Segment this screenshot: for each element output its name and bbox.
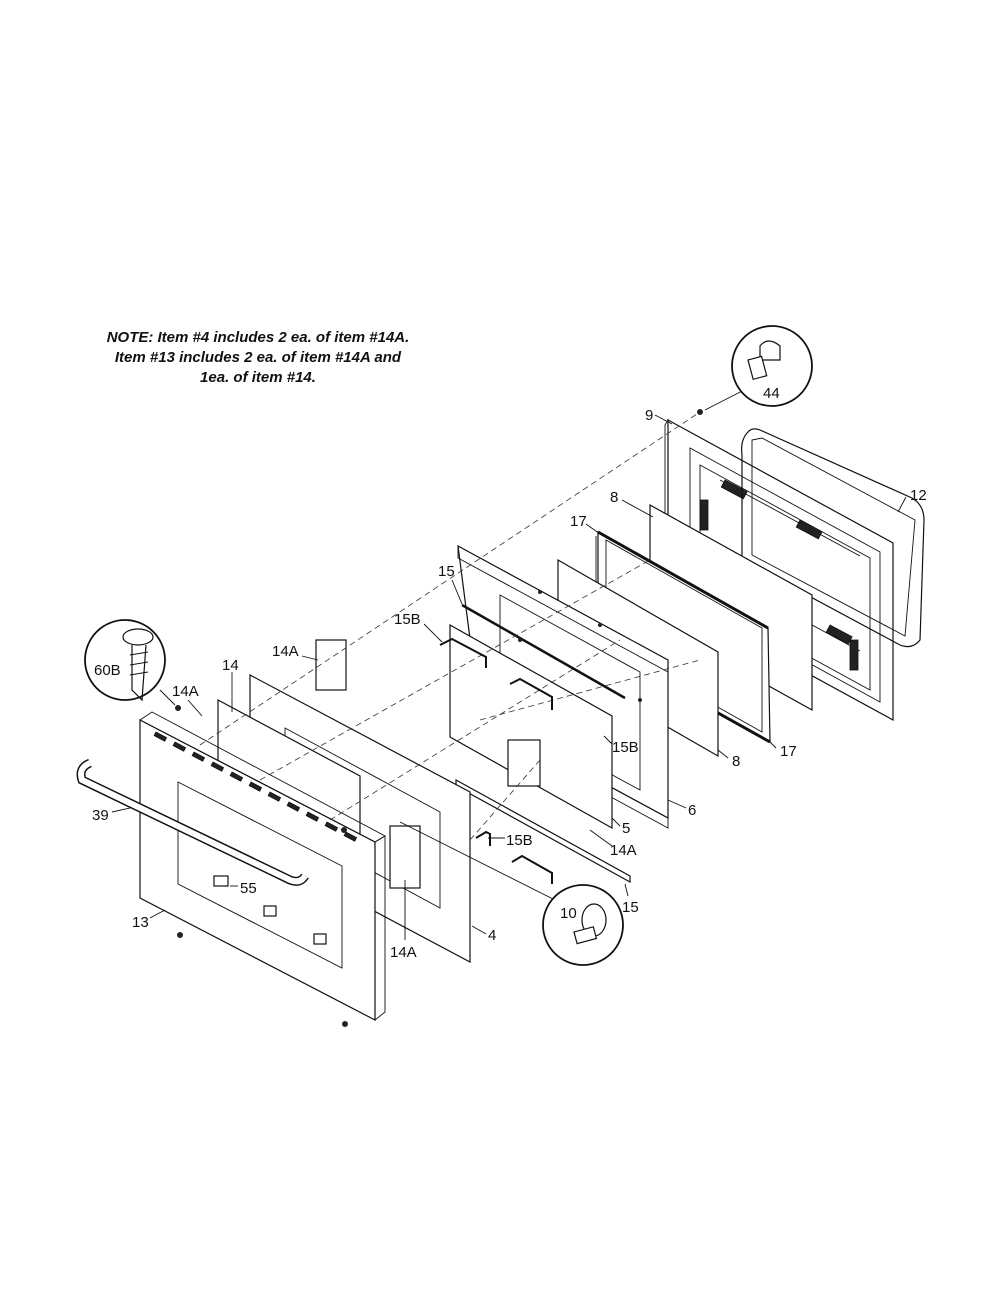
callout-label-10: 10 <box>560 905 577 922</box>
note-block: NOTE: Item #4 includes 2 ea. of item #14… <box>107 329 410 386</box>
glass-panel-5 <box>449 623 613 830</box>
note-line-2: Item #13 includes 2 ea. of item #14A and <box>115 349 402 366</box>
alignment-lines <box>199 411 701 841</box>
leader-lines <box>111 414 907 940</box>
insulation-14A-rear <box>507 739 541 787</box>
label-39: 39 <box>92 807 109 824</box>
label-8-rear: 8 <box>610 489 618 506</box>
label-6: 6 <box>688 802 696 819</box>
label-12: 12 <box>910 487 927 504</box>
label-5: 5 <box>622 820 630 837</box>
label-14A-top: 14A <box>272 643 299 660</box>
label-17-rear: 17 <box>570 513 587 530</box>
label-14A-left: 14A <box>172 683 199 700</box>
label-13: 13 <box>132 914 149 931</box>
label-15-bottom: 15 <box>622 899 639 916</box>
callout-label-60B: 60B <box>94 662 121 679</box>
door-gasket <box>741 428 925 648</box>
callout-60B: 60B <box>84 619 176 706</box>
callout-label-44: 44 <box>763 385 780 402</box>
label-14: 14 <box>222 657 239 674</box>
label-55: 55 <box>240 880 257 897</box>
callout-44: 44 <box>704 325 813 411</box>
screws <box>175 409 703 1027</box>
note-line-1: NOTE: Item #4 includes 2 ea. of item #14… <box>107 329 410 346</box>
label-14A-bottom: 14A <box>390 944 417 961</box>
brackets-15B <box>439 637 553 884</box>
outer-door-13 <box>139 711 386 1021</box>
label-17-front: 17 <box>780 743 797 760</box>
insulation-14A-top <box>315 639 347 691</box>
label-15-top: 15 <box>438 563 455 580</box>
part-labels: 9 12 8 17 15 15B 14A 14 14A 39 13 55 15B… <box>92 407 927 961</box>
label-15B-bottom: 15B <box>506 832 533 849</box>
label-15B-mid: 15B <box>612 739 639 756</box>
vent-slots <box>153 731 358 842</box>
label-15B-top: 15B <box>394 611 421 628</box>
note-line-3: 1ea. of item #14. <box>200 369 316 386</box>
label-14A-right: 14A <box>610 842 637 859</box>
inner-door-liner <box>457 544 669 829</box>
callout-10: 10 <box>399 821 624 966</box>
label-8-front: 8 <box>732 753 740 770</box>
label-4: 4 <box>488 927 496 944</box>
label-9: 9 <box>645 407 653 424</box>
door-handle-39 <box>76 758 309 886</box>
